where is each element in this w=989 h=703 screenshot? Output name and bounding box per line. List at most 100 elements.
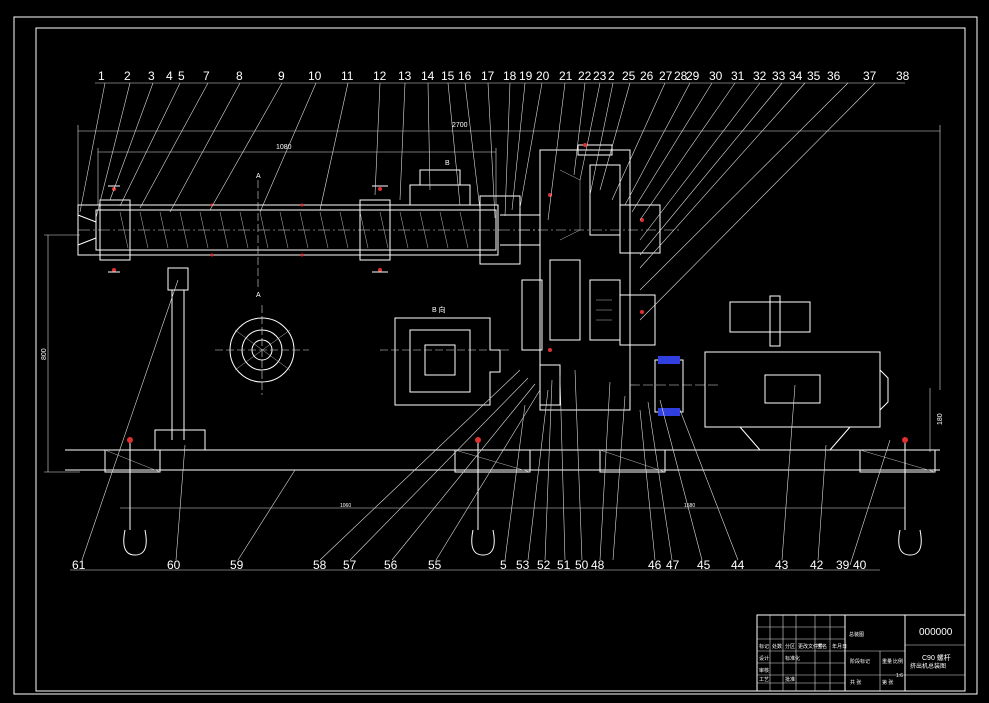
tb-field: 重量 — [882, 658, 892, 665]
callout-top: 27 — [659, 69, 673, 83]
callout-top: 33 — [772, 69, 786, 83]
callout-top: 14 — [421, 69, 435, 83]
dimension-motor: 180 — [929, 388, 944, 452]
dimension-barrel: 1080 — [97, 144, 497, 205]
callout-top: 1 — [98, 69, 105, 83]
callout-top: 29 — [686, 69, 700, 83]
tb-field: 批准 — [785, 676, 795, 683]
dimension-height: 800 — [41, 234, 80, 473]
callout-bottom: 43 — [775, 558, 789, 572]
base-frame — [65, 437, 940, 556]
screw-flights — [119, 211, 469, 249]
callout-bottom: 42 — [810, 558, 824, 572]
tb-field: 更改文件号 — [798, 643, 823, 650]
callout-top: 2 — [608, 69, 615, 83]
title-block: 000000 C90 螺杆 挤出机总装图 总装图 1:6 标记 处数 分区 更改… — [756, 614, 966, 692]
dim-base-left: 1060 — [340, 503, 351, 509]
tb-field: 审核 — [759, 667, 769, 674]
callout-top: 17 — [481, 69, 495, 83]
callout-top: 37 — [863, 69, 877, 83]
tb-field: 分区 — [785, 643, 795, 650]
callout-bottom: 53 — [516, 558, 530, 572]
title-line1: C90 螺杆 — [922, 653, 951, 662]
callout-top: 8 — [236, 69, 243, 83]
callout-bottom: 5 — [500, 558, 507, 572]
callout-bottom: 58 — [313, 558, 327, 572]
callout-top: 12 — [373, 69, 387, 83]
callout-top: 28 — [674, 69, 688, 83]
extruder-barrel — [77, 169, 540, 273]
dimension-base: 1060 1580 — [120, 503, 905, 509]
tb-field: 第 张 — [882, 679, 893, 686]
callout-top: 7 — [203, 69, 210, 83]
tb-field: 标准化 — [785, 655, 800, 662]
callout-bottom: 46 — [648, 558, 662, 572]
callout-top: 10 — [308, 69, 322, 83]
callout-bottom: 40 — [853, 558, 867, 572]
callout-top: 2 — [124, 69, 131, 83]
coupling — [630, 356, 720, 416]
material-label: 总装图 — [849, 631, 864, 638]
motor — [704, 295, 889, 451]
callout-top: 38 — [896, 69, 910, 83]
callout-bottom: 44 — [731, 558, 745, 572]
callout-top: 34 — [789, 69, 803, 83]
callout-top: 16 — [458, 69, 472, 83]
outer-frame — [13, 16, 978, 695]
dim-barrel-length: 1080 — [276, 144, 292, 151]
callout-top: 4 — [166, 69, 173, 83]
callout-top: 19 — [519, 69, 533, 83]
callout-bottom: 51 — [557, 558, 571, 572]
callout-top: 32 — [753, 69, 767, 83]
callout-bottom: 47 — [666, 558, 680, 572]
callout-top: 3 — [148, 69, 155, 83]
dim-height: 800 — [41, 348, 48, 360]
callout-top: 20 — [536, 69, 550, 83]
callout-bottom: 55 — [428, 558, 442, 572]
drawing-number: 000000 — [919, 627, 953, 638]
callout-bottom: 60 — [167, 558, 181, 572]
callouts-top: 1 2 3 4 5 7 8 9 10 11 12 13 14 15 16 17 … — [98, 69, 910, 83]
callout-bottom: 56 — [384, 558, 398, 572]
callout-bottom: 45 — [697, 558, 711, 572]
callout-top: 18 — [503, 69, 517, 83]
callout-bottom: 50 — [575, 558, 589, 572]
leaders-bottom — [70, 279, 891, 571]
tb-field: 比例 — [893, 658, 903, 665]
view-b-marker: B — [445, 160, 450, 167]
callout-bottom: 59 — [230, 558, 244, 572]
callout-bottom: 52 — [537, 558, 551, 572]
dim-overall-length: 2700 — [452, 122, 468, 129]
inner-frame — [35, 27, 966, 692]
section-a-view — [215, 305, 309, 395]
tb-field: 年月日 — [832, 643, 847, 650]
callout-bottom: 39 — [836, 558, 850, 572]
section-a-bottom: A — [256, 292, 261, 299]
callout-top: 35 — [807, 69, 821, 83]
callout-top: 11 — [341, 69, 354, 83]
callout-top: 26 — [640, 69, 654, 83]
tb-field: 工艺 — [759, 677, 769, 683]
callout-top: 30 — [709, 69, 723, 83]
tb-field: 设计 — [759, 655, 769, 662]
section-a-top: A — [256, 173, 261, 180]
title-line2: 挤出机总装图 — [910, 662, 946, 670]
callout-top: 13 — [398, 69, 412, 83]
gearbox — [500, 143, 680, 411]
section-a-markers: A A B — [256, 160, 450, 299]
callout-top: 15 — [441, 69, 455, 83]
tb-field: 标记 — [759, 643, 769, 650]
callout-top: 22 — [578, 69, 592, 83]
callout-bottom: 57 — [343, 558, 357, 572]
tb-field: 共 张 — [850, 679, 861, 686]
dimension-overall: 2700 — [77, 122, 941, 390]
dim-motor-height: 180 — [937, 413, 944, 425]
callout-top: 5 — [178, 69, 185, 83]
callout-bottom: 61 — [72, 558, 86, 572]
view-b-title: B 向 — [432, 305, 446, 314]
callout-bottom: 48 — [591, 558, 605, 572]
callout-top: 21 — [559, 69, 573, 83]
leaders-top — [79, 82, 905, 321]
tb-field: 处数 — [772, 643, 782, 650]
